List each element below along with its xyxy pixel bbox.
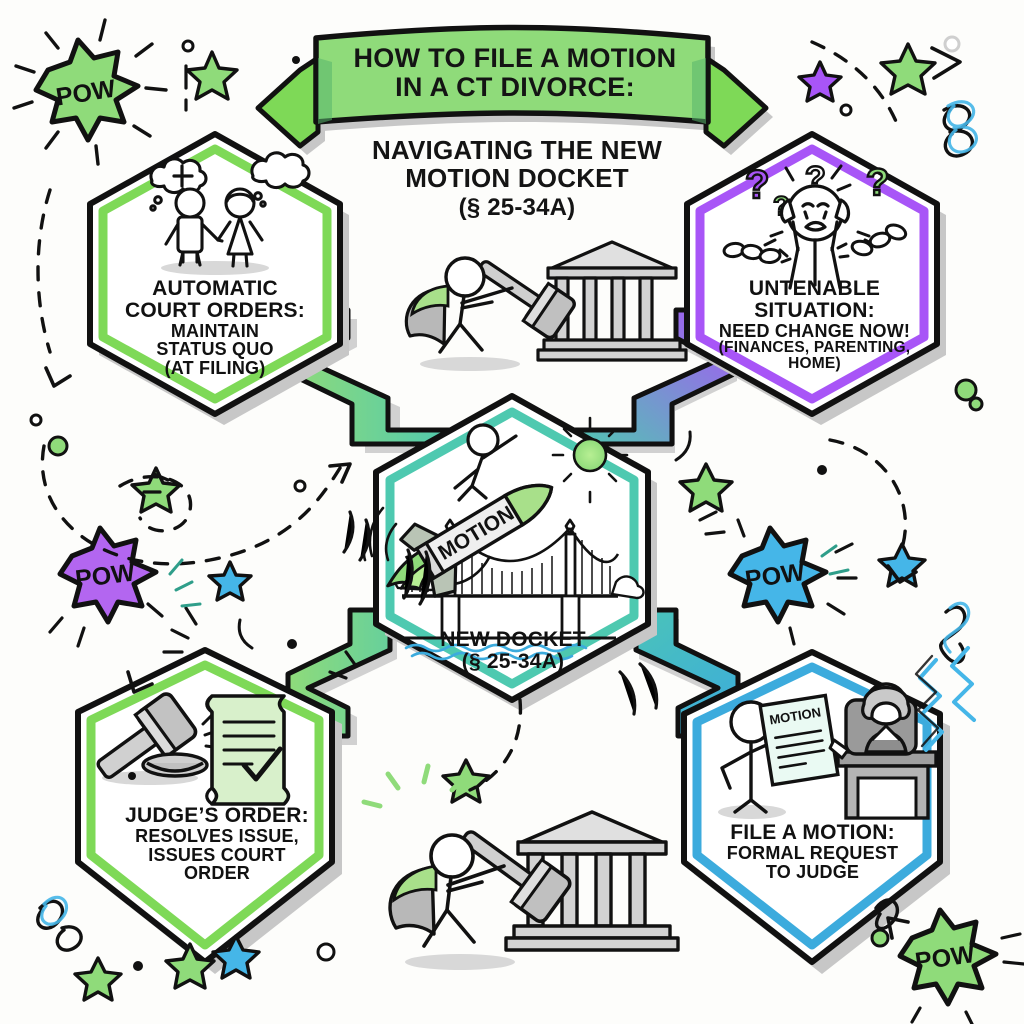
node-automatic-court-orders[interactable] <box>87 131 349 425</box>
decor-dashed-paths <box>36 40 908 792</box>
pow-burst-middle-right: POW <box>727 518 858 646</box>
decor-sparkles-teal <box>168 544 850 608</box>
gavel-and-signed-scroll-icon <box>96 692 291 806</box>
decor-squiggles-blue <box>40 100 978 926</box>
node-judges-order[interactable] <box>75 647 342 974</box>
decor-zigzag-blue-outline <box>914 654 940 748</box>
person-handing-motion-to-judge-icon: MOTION <box>718 682 938 820</box>
decor-squiggles <box>36 104 975 952</box>
node-new-docket[interactable]: MOTION <box>362 393 657 711</box>
decor-confetti <box>361 763 467 809</box>
rocket-over-bridge-icon: MOTION <box>362 416 645 661</box>
pow-burst-bottom-right: POW <box>897 907 1024 1024</box>
svg-text:?: ? <box>745 163 769 207</box>
node-untenable-situation[interactable]: ? ? ? ? <box>684 131 946 425</box>
stressed-person-broken-chain-icon: ? ? ? ? <box>722 159 908 290</box>
decor-zigzag-blue <box>918 646 976 752</box>
svg-text:?: ? <box>866 162 889 204</box>
pow-burst-middle-left: POW <box>48 525 164 648</box>
hero-figure-top <box>404 240 688 371</box>
decor-dots <box>29 35 984 971</box>
title-banner <box>255 24 773 155</box>
decor-sparkles <box>142 64 726 716</box>
decor-motion-lines <box>237 430 692 650</box>
pow-burst-top-left: POW <box>12 18 168 166</box>
couple-thought-bubbles-icon <box>149 151 311 275</box>
hero-figure-bottom <box>388 810 680 970</box>
decor-dashed-arrowheads <box>44 46 962 940</box>
node-file-a-motion[interactable]: MOTION <box>681 649 950 974</box>
